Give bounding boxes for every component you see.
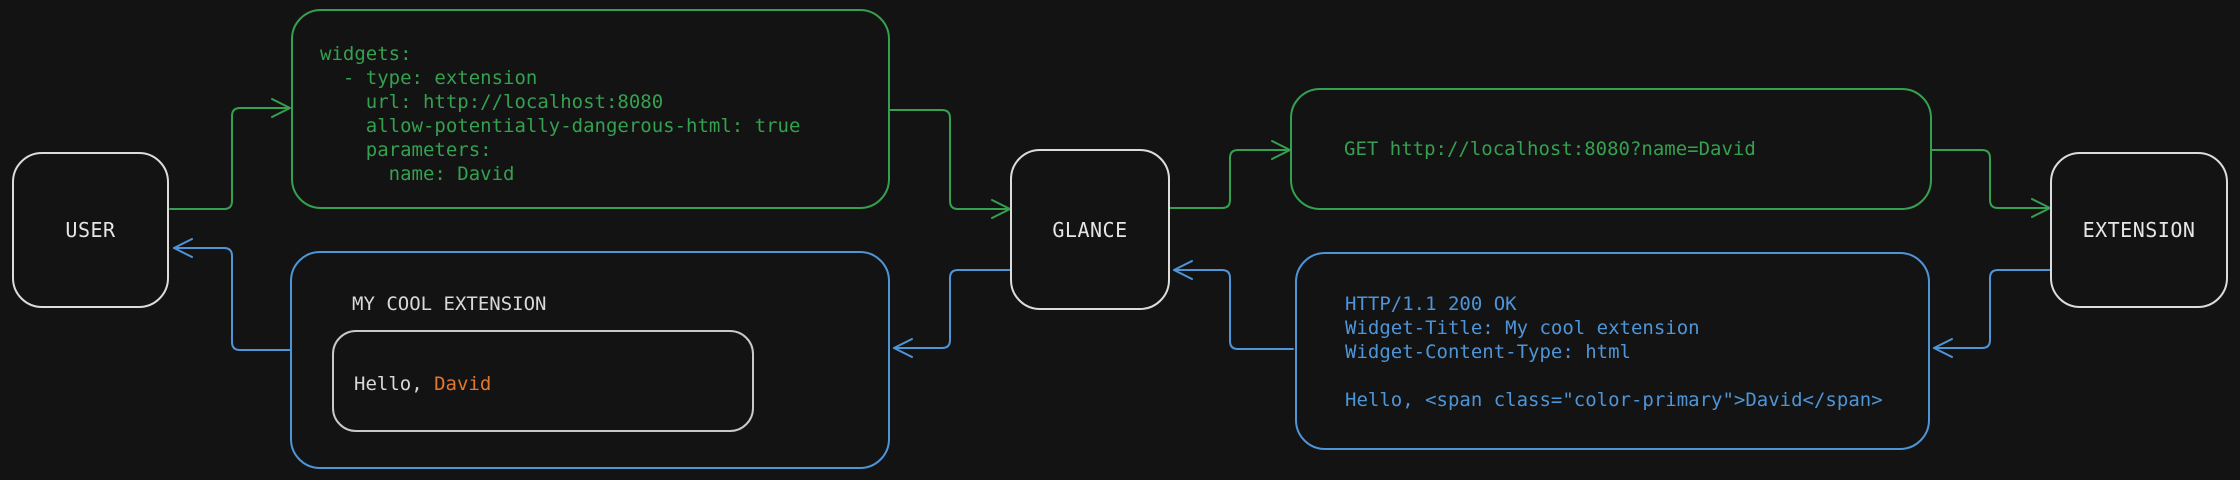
config-yaml-box: widgets: - type: extension url: http://l… [291, 9, 890, 209]
user-node-label: USER [65, 218, 116, 242]
arrow-request-to-extension [1931, 149, 2051, 218]
extension-node-label: EXTENSION [2082, 218, 2196, 242]
extension-node: EXTENSION [2050, 152, 2228, 308]
http-request-box: GET http://localhost:8080?name=David [1290, 88, 1932, 210]
glance-node-label: GLANCE [1052, 217, 1128, 242]
http-response-code: HTTP/1.1 200 OK Widget-Title: My cool ex… [1345, 293, 1883, 411]
arrow-extension-to-response [1933, 269, 2051, 358]
widget-title: MY COOL EXTENSION [352, 293, 547, 315]
greeting-text: Hello, David [354, 372, 491, 396]
http-response-box: HTTP/1.1 200 OK Widget-Title: My cool ex… [1295, 252, 1930, 450]
greeting-name: David [434, 373, 492, 395]
widget-inner-box: Hello, David [332, 330, 754, 432]
arrow-config-to-glance [889, 109, 1011, 219]
arrow-user-to-config [169, 98, 291, 210]
widget-preview-box: MY COOL EXTENSION Hello, David [290, 251, 890, 469]
http-request-text: GET http://localhost:8080?name=David [1344, 138, 1756, 160]
glance-node: GLANCE [1010, 149, 1170, 310]
greeting-prefix: Hello, [354, 373, 435, 395]
config-yaml-code: widgets: - type: extension url: http://l… [320, 43, 801, 185]
user-node: USER [12, 152, 169, 308]
arrow-response-to-glance [1173, 260, 1294, 350]
arrow-glance-to-widget [893, 269, 1011, 358]
arrow-glance-to-request [1169, 140, 1291, 209]
arrow-widget-to-user [173, 238, 291, 351]
